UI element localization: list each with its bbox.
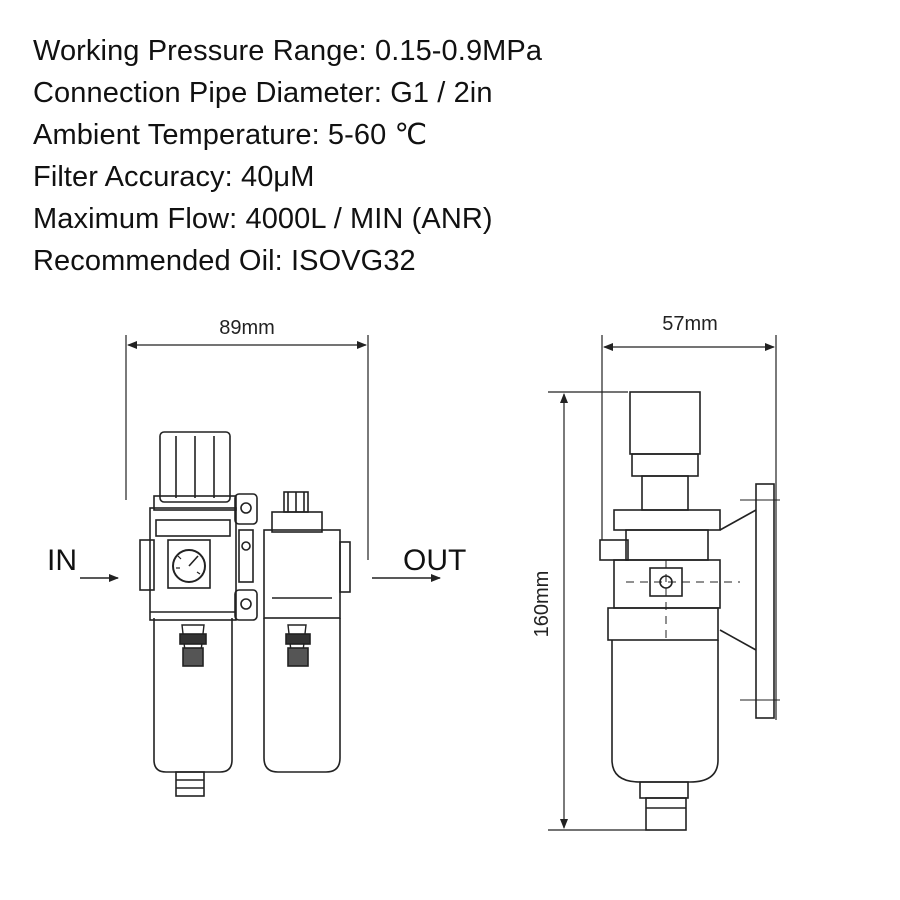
width-dimension-89 xyxy=(125,335,369,560)
filter-regulator-body xyxy=(139,507,237,621)
filter-bowl xyxy=(153,618,233,797)
spec-recommended-oil: Recommended Oil: ISOVG32 xyxy=(33,245,416,277)
spec-maximum-flow: Maximum Flow: 4000L / MIN (ANR) xyxy=(33,203,493,235)
pressure-gauge xyxy=(167,539,211,589)
height-label-160: 160mm xyxy=(531,571,553,638)
width-dimension-57 xyxy=(601,335,777,720)
side-body xyxy=(599,529,740,641)
lubricator-bowl xyxy=(263,618,341,773)
side-bowl xyxy=(611,640,719,831)
spec-ambient-temperature: Ambient Temperature: 5-60 ℃ xyxy=(33,119,428,151)
regulator-knob xyxy=(153,431,237,511)
mounting-bracket xyxy=(719,483,780,719)
height-dimension-160 xyxy=(548,391,650,831)
spec-pipe-diameter: Connection Pipe Diameter: G1 / 2in xyxy=(33,77,493,109)
side-view xyxy=(548,335,780,831)
width-label-89: 89mm xyxy=(219,317,275,339)
width-label-57: 57mm xyxy=(662,313,718,335)
outlet-label: OUT xyxy=(403,544,466,577)
side-knob xyxy=(613,391,721,531)
lubricator-body xyxy=(263,491,351,619)
module-connector xyxy=(234,493,258,621)
spec-working-pressure: Working Pressure Range: 0.15-0.9MPa xyxy=(33,35,543,67)
spec-list: Working Pressure Range: 0.15-0.9MPa Conn… xyxy=(33,30,542,282)
spec-filter-accuracy: Filter Accuracy: 40μM xyxy=(33,161,315,193)
front-view xyxy=(80,335,441,797)
inlet-label: IN xyxy=(47,544,77,577)
